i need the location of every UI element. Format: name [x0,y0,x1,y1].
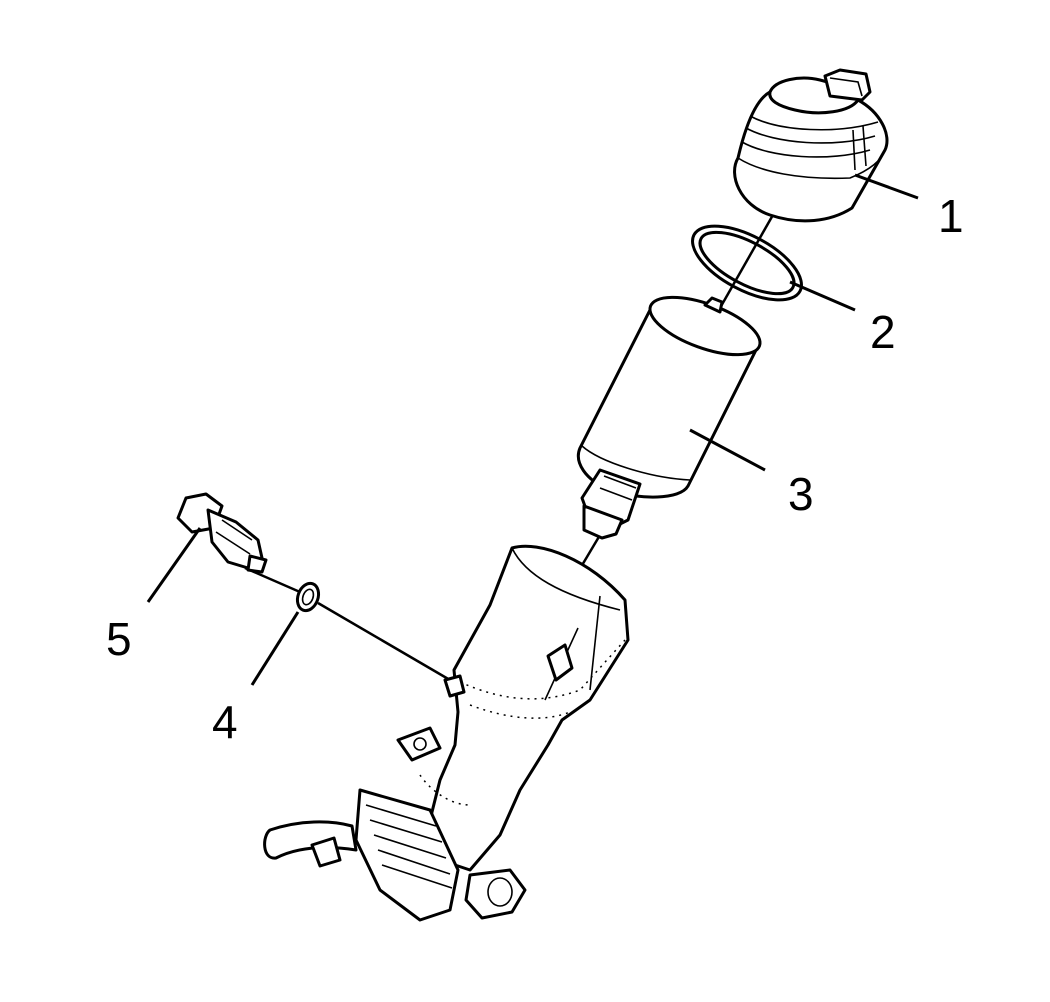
oil-filter-housing-icon [263,544,630,922]
oil-pressure-sensor-icon [176,492,268,574]
callout-4-label: 4 [212,696,238,748]
filter-cap-icon [733,68,889,223]
callout-labels: 1 2 3 4 5 [106,190,964,748]
o-ring-seal-icon [691,224,803,302]
oil-filter-element-icon [577,295,762,540]
callout-5-label: 5 [106,613,132,665]
small-o-ring-icon [295,581,321,613]
callout-3-label: 3 [788,468,814,520]
callout-2-label: 2 [870,306,896,358]
leader-lines [146,173,919,686]
callout-1-label: 1 [938,190,964,242]
